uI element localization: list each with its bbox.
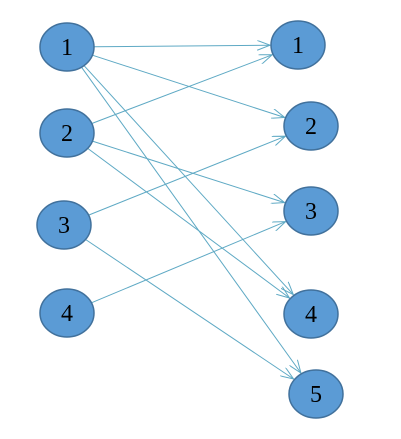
edge-l1-to-r4 [83, 65, 293, 295]
right-node-circle [283, 101, 339, 151]
left-node-1: 1 [39, 22, 95, 72]
left-node-label: 4 [61, 301, 73, 327]
left-node-4: 4 [39, 288, 95, 338]
right-node-circle [270, 20, 326, 70]
right-node-label: 2 [305, 114, 317, 140]
left-node-circle [39, 288, 95, 338]
edge-l1-to-r5 [81, 66, 301, 373]
right-node-3: 3 [283, 186, 339, 236]
left-node-circle [39, 22, 95, 72]
right-node-circle [283, 186, 339, 236]
left-node-3: 3 [36, 200, 92, 250]
left-node-circle [36, 200, 92, 250]
right-node-5: 5 [288, 369, 344, 419]
right-node-circle [288, 369, 344, 419]
edge-l4-to-r3 [91, 222, 285, 304]
right-node-1: 1 [270, 20, 326, 70]
left-node-label: 2 [61, 121, 73, 147]
edge-l3-to-r2 [88, 136, 286, 216]
edge-l2-to-r4 [87, 147, 290, 298]
edge-l1-to-r1 [93, 45, 270, 47]
right-node-label: 3 [305, 199, 317, 225]
right-node-label: 5 [310, 382, 322, 408]
left-node-2: 2 [39, 108, 95, 158]
edge-l2-to-r3 [92, 140, 284, 203]
edges-layer [81, 45, 301, 380]
left-node-label: 1 [61, 35, 73, 61]
right-node-2: 2 [283, 101, 339, 151]
right-node-4: 4 [283, 289, 339, 339]
right-node-circle [283, 289, 339, 339]
left-node-label: 3 [58, 213, 70, 239]
edge-l2-to-r1 [91, 55, 272, 124]
right-node-label: 1 [292, 33, 304, 59]
nodes-layer: 1 2 3 4 1 2 3 4 5 [36, 20, 344, 419]
left-node-circle [39, 108, 95, 158]
edge-l3-to-r5 [85, 239, 294, 380]
right-node-label: 4 [305, 302, 317, 328]
